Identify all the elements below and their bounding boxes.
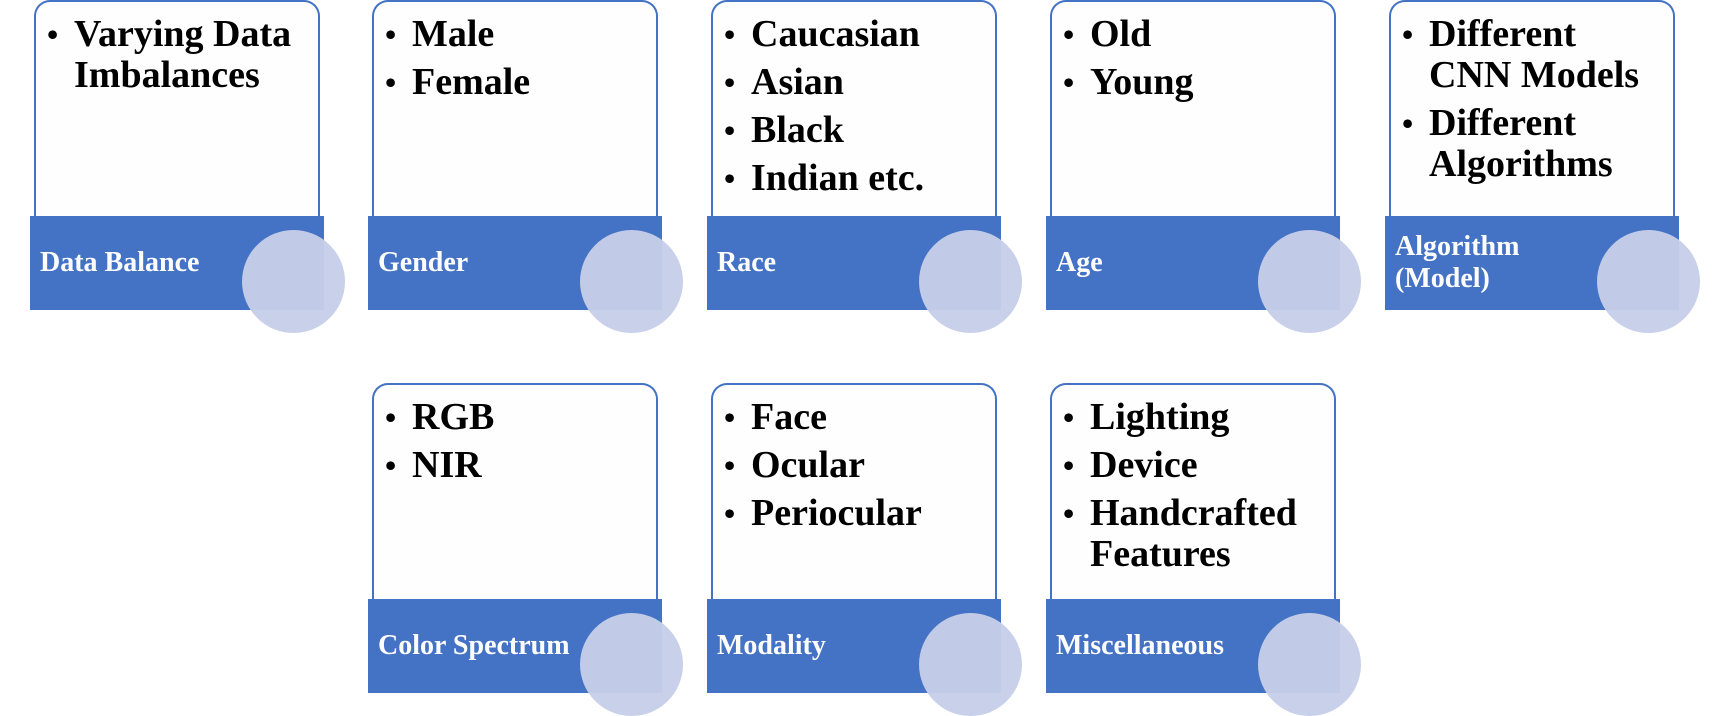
item-list: • Face • Ocular • Periocular <box>713 385 995 534</box>
list-item-text: Face <box>751 396 827 438</box>
bullet-icon: • <box>724 399 736 435</box>
item-list: • Caucasian • Asian • Black • Indian etc. <box>713 2 995 199</box>
bullet-icon: • <box>1063 64 1075 100</box>
list-item: • NIR <box>385 444 648 486</box>
circle-decoration <box>1258 230 1361 333</box>
item-list: • Old • Young <box>1052 2 1334 103</box>
card-label: Age <box>1056 247 1103 278</box>
list-item: • Different CNN Models <box>1402 13 1665 96</box>
bullet-icon: • <box>385 399 397 435</box>
bullet-icon: • <box>1402 105 1414 141</box>
circle-decoration <box>919 230 1022 333</box>
bullet-icon: • <box>47 16 59 52</box>
list-item: • RGB <box>385 396 648 438</box>
card-gender: • Male • Female Gender <box>368 0 683 333</box>
list-item-text: Black <box>751 109 844 151</box>
list-item: • Black <box>724 109 987 151</box>
list-item-text: Ocular <box>751 444 865 486</box>
list-item: • Periocular <box>724 492 987 534</box>
circle-decoration <box>1258 613 1361 716</box>
list-item-text: Female <box>412 61 531 103</box>
list-item: • Lighting <box>1063 396 1326 438</box>
bullet-icon: • <box>1402 16 1414 52</box>
card-label: Race <box>717 247 777 278</box>
list-item-text: Asian <box>751 61 844 103</box>
list-item-text: Device <box>1090 444 1198 486</box>
list-item-text: Male <box>412 13 495 55</box>
list-item: • Varying Data Imbalances <box>47 13 310 96</box>
card-data-balance: • Varying Data Imbalances Data Balance <box>30 0 345 333</box>
bullet-icon: • <box>1063 16 1075 52</box>
bullet-icon: • <box>724 495 736 531</box>
list-item-text: Different Algorithms <box>1429 102 1613 185</box>
bullet-icon: • <box>724 16 736 52</box>
bullet-icon: • <box>1063 399 1075 435</box>
card-content: • Caucasian • Asian • Black • Indian etc. <box>711 0 997 216</box>
bullet-icon: • <box>385 64 397 100</box>
bullet-icon: • <box>385 16 397 52</box>
circle-decoration <box>580 613 683 716</box>
list-item: • Young <box>1063 61 1326 103</box>
list-item-text: Indian etc. <box>751 157 925 199</box>
list-item-text: Handcrafted Features <box>1090 492 1297 575</box>
list-item-text: Lighting <box>1090 396 1230 438</box>
list-item-text: NIR <box>412 444 482 486</box>
card-algorithm-model: • Different CNN Models • Different Algorit… <box>1385 0 1700 333</box>
card-label: Gender <box>378 247 469 278</box>
item-list: • RGB • NIR <box>374 385 656 486</box>
circle-decoration <box>1597 230 1700 333</box>
card-label: Data Balance <box>40 247 200 278</box>
circle-decoration <box>919 613 1022 716</box>
list-item: • Old <box>1063 13 1326 55</box>
card-color-spectrum: • RGB • NIR Color Spectrum <box>368 383 683 716</box>
list-item: • Face <box>724 396 987 438</box>
card-content: • Different CNN Models • Different Algorit… <box>1389 0 1675 216</box>
card-content: • Lighting • Device • Handcrafted Features <box>1050 383 1336 599</box>
card-miscellaneous: •Lighting •Device •Handcrafted Features … <box>1046 383 1361 716</box>
bullet-icon: • <box>1063 447 1075 483</box>
card-label: Algorithm (Model) <box>1395 231 1520 294</box>
bullet-icon: • <box>1063 495 1075 531</box>
item-list: • Different CNN Models • Different Algorit… <box>1391 2 1673 185</box>
bullet-icon: • <box>724 447 736 483</box>
list-item-text: RGB <box>412 396 495 438</box>
card-label: Miscellaneous <box>1056 630 1224 661</box>
bullet-icon: • <box>385 447 397 483</box>
item-list: • Varying Data Imbalances <box>36 2 318 96</box>
list-item-text: Varying Data Imbalances <box>74 13 292 96</box>
list-item: • Indian etc. <box>724 157 987 199</box>
list-item: • Handcrafted Features <box>1063 492 1326 575</box>
bullet-icon: • <box>724 112 736 148</box>
list-item: • Different Algorithms <box>1402 102 1665 185</box>
list-item: • Asian <box>724 61 987 103</box>
card-age: • Old • Young Age <box>1046 0 1361 333</box>
list-item: • Female <box>385 61 648 103</box>
card-race: • Caucasian • Asian • Black • Indian etc. Ra… <box>707 0 1022 333</box>
card-content: • Varying Data Imbalances <box>34 0 320 216</box>
list-item: • Male <box>385 13 648 55</box>
list-item-text: Old <box>1090 13 1152 55</box>
list-item-text: Periocular <box>751 492 922 534</box>
list-item: • Caucasian <box>724 13 987 55</box>
card-label: Color Spectrum <box>378 630 570 661</box>
item-list: • Lighting • Device • Handcrafted Features <box>1052 385 1334 575</box>
list-item: • Device <box>1063 444 1326 486</box>
card-content: • RGB • NIR <box>372 383 658 599</box>
list-item-text: Caucasian <box>751 13 920 55</box>
list-item-text: Young <box>1090 61 1194 103</box>
list-item-text: Different CNN Models <box>1429 13 1640 96</box>
card-content: • Face • Ocular • Periocular <box>711 383 997 599</box>
card-label: Modality <box>717 630 826 661</box>
bullet-icon: • <box>724 64 736 100</box>
card-content: • Male • Female <box>372 0 658 216</box>
circle-decoration <box>242 230 345 333</box>
card-content: • Old • Young <box>1050 0 1336 216</box>
item-list: • Male • Female <box>374 2 656 103</box>
circle-decoration <box>580 230 683 333</box>
card-modality: • Face • Ocular • Periocular Modality <box>707 383 1022 716</box>
list-item: • Ocular <box>724 444 987 486</box>
bullet-icon: • <box>724 160 736 196</box>
